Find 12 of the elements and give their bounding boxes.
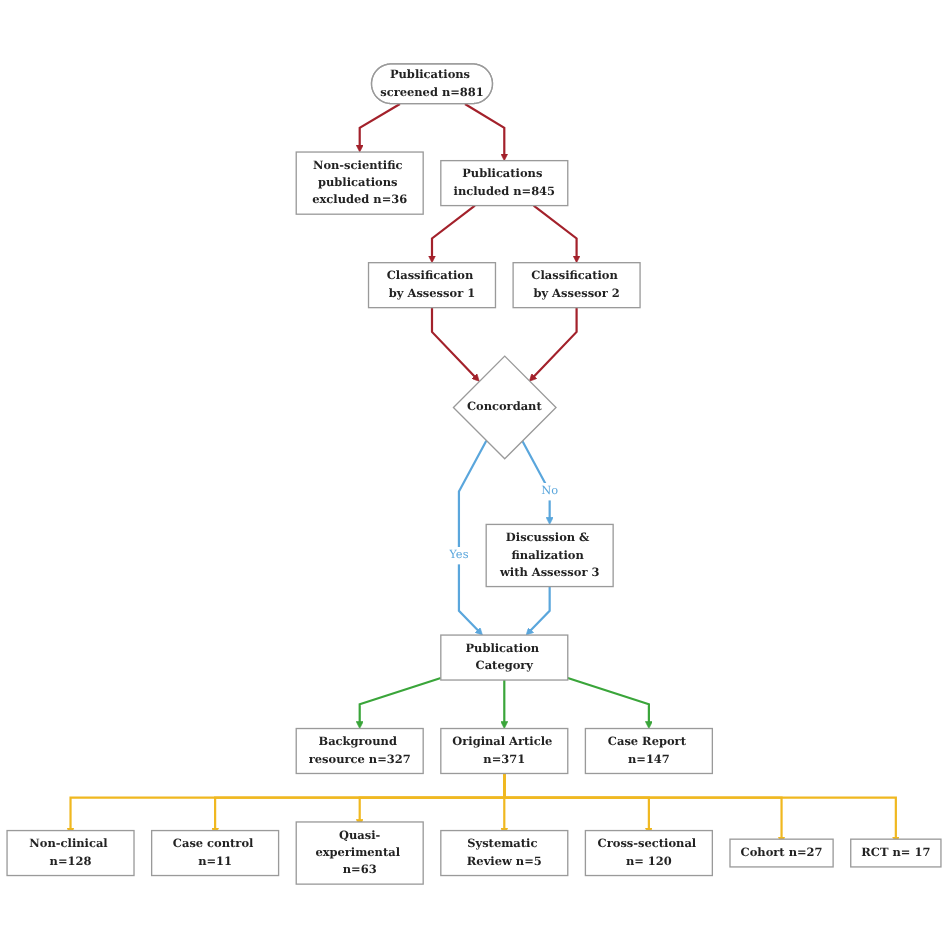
arrow bbox=[457, 440, 488, 636]
arrow bbox=[355, 103, 401, 153]
arrow bbox=[500, 680, 509, 729]
arrow bbox=[428, 204, 476, 264]
arrow bbox=[464, 103, 509, 161]
arrow bbox=[567, 677, 653, 729]
arrow bbox=[430, 307, 480, 382]
arrow bbox=[529, 307, 578, 382]
arrow bbox=[355, 677, 442, 729]
arrow bbox=[503, 772, 900, 844]
arrow bbox=[525, 586, 551, 636]
arrow bbox=[533, 204, 581, 264]
